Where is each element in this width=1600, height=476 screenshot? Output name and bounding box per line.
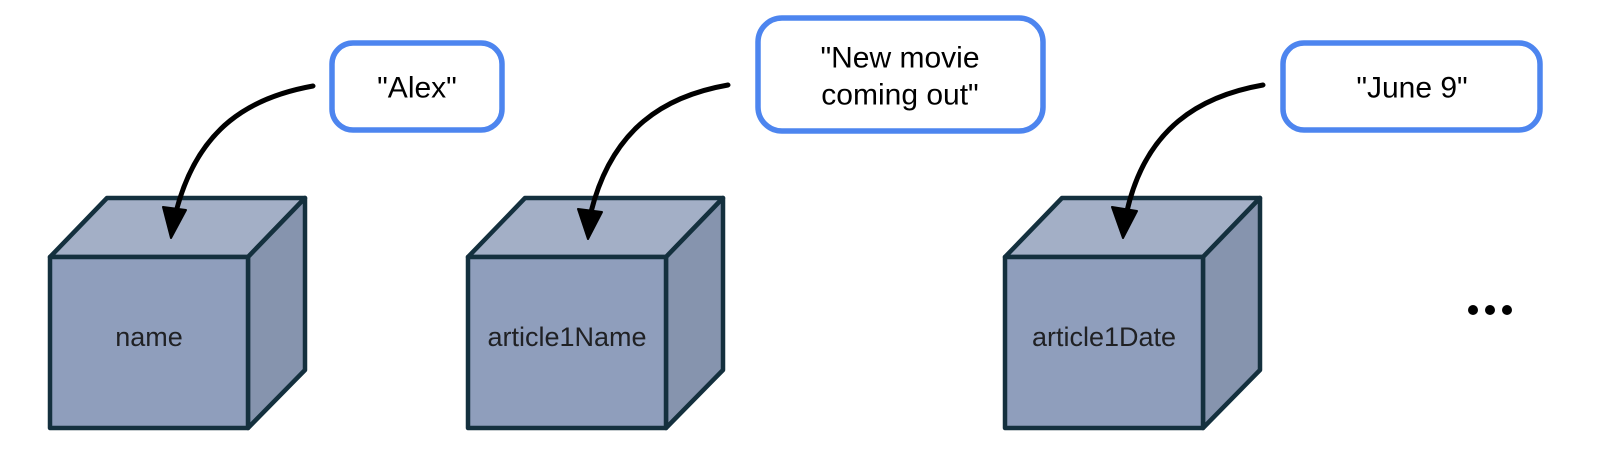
value-bubble-border (1280, 40, 1543, 133)
value-bubble-name: "Alex" (329, 40, 505, 133)
value-bubble-text-line2: coming out" (821, 79, 978, 112)
arrow-curve (173, 83, 316, 215)
arrowhead-icon (1111, 206, 1138, 239)
cube-name: name (47, 195, 308, 431)
arrow-curve (1124, 82, 1266, 214)
cube-article1name-front-face (465, 254, 669, 431)
ellipsis-dot (1468, 305, 1478, 315)
cube-article1name: article1Name (465, 195, 726, 431)
value-bubble-text-line1: "New movie (820, 42, 979, 75)
value-bubble-border (329, 40, 505, 133)
arrowhead-icon (577, 208, 603, 240)
value-bubble-border (755, 15, 1046, 134)
cube-article1date: article1Date (1002, 195, 1263, 431)
ellipsis-icon (1468, 305, 1512, 315)
arrow-value-to-article1name (577, 82, 731, 240)
value-bubble-text: "Alex" (377, 72, 457, 105)
arrow-curve (588, 82, 731, 215)
arrow-value-to-name (162, 83, 316, 239)
value-bubble-text: "June 9" (1356, 72, 1467, 105)
value-bubble-article1name: "New movie coming out" (755, 15, 1046, 134)
ellipsis-dot (1502, 305, 1512, 315)
arrow-value-to-article1date (1111, 82, 1266, 239)
cube-article1date-label: article1Date (1032, 322, 1176, 352)
cube-article1date-front-face (1002, 254, 1206, 431)
cube-name-label: name (115, 322, 183, 352)
arrowhead-icon (162, 206, 187, 239)
ellipsis-dot (1485, 305, 1495, 315)
value-bubble-article1date: "June 9" (1280, 40, 1543, 133)
cube-article1name-label: article1Name (487, 322, 646, 352)
cube-name-front-face (47, 254, 251, 431)
